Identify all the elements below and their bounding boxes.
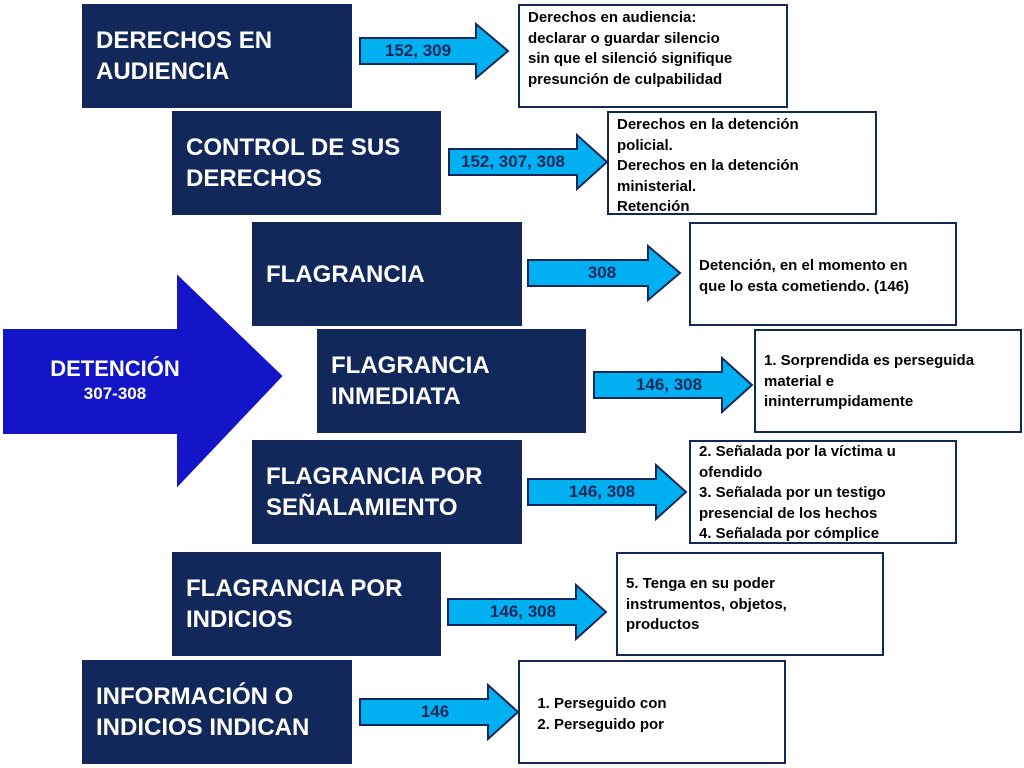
desc-line: 3. Señalada por un testigo (699, 484, 886, 501)
desc-line: Detención, en el momento en (699, 257, 908, 274)
desc-line: declarar o guardar silencio (528, 29, 720, 47)
articles-label: 146, 308 (635, 375, 703, 394)
box-flagrancia-inmediata: FLAGRANCIA INMEDIATA (317, 329, 586, 433)
articles-label: 308 (587, 263, 617, 282)
arrow-informacion-o-indicios-indican: 146 (358, 683, 520, 741)
box-flagrancia-por-senalamiento: FLAGRANCIA POR SEÑALAMIENTO (252, 440, 522, 544)
desc-flagrancia-inmediata: 1. Sorprendida es perseguida material e … (754, 329, 1022, 433)
desc-flagrancia-por-indicios: 5. Tenga en su poder instrumentos, objet… (616, 552, 884, 656)
desc-line: ministerial. (617, 177, 697, 195)
list-item: Perseguido con (554, 694, 776, 715)
desc-line: Derechos en la detención (617, 157, 799, 174)
desc-flagrancia: Detención, en el momento en que lo esta … (689, 222, 957, 326)
arrow-derechos-en-audiencia: 152, 309 (358, 22, 510, 80)
desc-line: presencial de los hechos (699, 504, 878, 522)
desc-line: sin que el silenció signifique (528, 50, 733, 67)
desc-informacion-o-indicios-indican: Perseguido con Perseguido por (518, 660, 786, 764)
desc-line: presunción de culpabilidad (528, 70, 723, 88)
desc-line: material e (764, 372, 835, 390)
arrow-flagrancia-por-senalamiento: 146, 308 (526, 463, 688, 521)
articles-label: 152, 309 (384, 41, 452, 60)
detention-title: DETENCIÓN (50, 356, 180, 381)
arrow-flagrancia: 308 (526, 244, 682, 302)
arrow-control-de-sus-derechos: 152, 307, 308 (447, 133, 609, 191)
detention-article-range: 307-308 (83, 384, 147, 403)
detention-arrow (1, 270, 286, 493)
desc-line: 2. Señalada por la víctima u (699, 443, 896, 460)
desc-line: 5. Tenga en su poder (626, 575, 775, 592)
detention-label: DETENCIÓN 307-308 (10, 355, 220, 405)
desc-line: productos (626, 616, 700, 633)
box-control-de-sus-derechos: CONTROL DE SUS DERECHOS (172, 111, 441, 215)
desc-line: Derechos en la detención (617, 116, 799, 133)
desc-line: que lo esta cometiendo. (146) (699, 277, 910, 295)
articles-label: 146, 308 (568, 482, 636, 501)
box-flagrancia-por-indicios: FLAGRANCIA POR INDICIOS (172, 552, 441, 656)
desc-flagrancia-por-senalamiento: 2. Señalada por la víctima u ofendido 3.… (689, 440, 957, 544)
perseguido-list: Perseguido con Perseguido por (528, 694, 776, 735)
articles-label: 146 (420, 702, 450, 721)
desc-line: instrumentos, objetos, (626, 595, 787, 613)
desc-line: 1. Sorprendida es perseguida (764, 352, 975, 369)
desc-line: ofendido (699, 463, 763, 481)
arrow-flagrancia-inmediata: 146, 308 (592, 356, 754, 414)
desc-line: 4. Señalada por cómplice (699, 525, 880, 542)
articles-label: 146, 308 (489, 602, 557, 621)
box-informacion-o-indicios-indican: INFORMACIÓN O INDICIOS INDICAN (82, 660, 352, 764)
desc-line: policial. (617, 136, 673, 154)
list-item: Perseguido por (554, 715, 776, 736)
box-flagrancia: FLAGRANCIA (252, 222, 522, 326)
articles-label: 152, 307, 308 (461, 152, 565, 171)
desc-line: ininterrumpidamente (764, 393, 914, 410)
desc-control-de-sus-derechos: Derechos en la detención policial. Derec… (607, 111, 877, 215)
box-derechos-en-audiencia: DERECHOS EN AUDIENCIA (82, 4, 352, 108)
desc-line: Retención (617, 198, 690, 215)
desc-derechos-en-audiencia: Derechos en audiencia: declarar o guarda… (518, 4, 788, 108)
desc-line: Derechos en audiencia: (528, 9, 697, 26)
arrow-flagrancia-por-indicios: 146, 308 (446, 583, 608, 641)
